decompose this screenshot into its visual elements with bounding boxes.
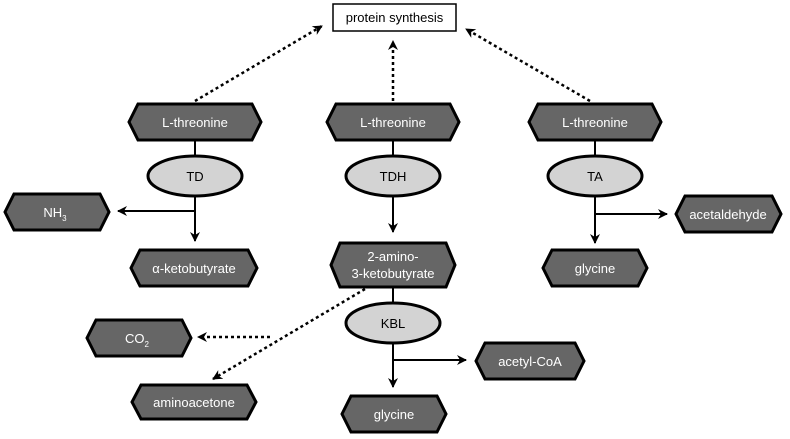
dotted-arrows-protein <box>194 24 591 103</box>
svg-text:CO2: CO2 <box>125 331 150 349</box>
arrow-left-to-protein <box>194 24 323 103</box>
hex-l-threonine-right: L-threonine <box>527 102 663 142</box>
svg-text:TDH: TDH <box>380 169 407 184</box>
oval-tdh: TDH <box>344 154 442 198</box>
svg-text:glycine: glycine <box>374 407 414 422</box>
dotted-arrows-spontaneous <box>197 287 366 381</box>
svg-text:KBL: KBL <box>381 316 406 331</box>
svg-text:acetaldehyde: acetaldehyde <box>689 207 766 222</box>
hex-glycine-right: glycine <box>541 248 649 288</box>
hex-nh3: NH3 <box>3 192 111 232</box>
oval-ta: TA <box>546 154 644 198</box>
svg-text:aminoacetone: aminoacetone <box>153 395 235 410</box>
oval-td: TD <box>146 154 244 198</box>
hex-2-amino-3-ketobutyrate: 2-amino- 3-ketobutyrate <box>329 241 457 289</box>
hex-acetaldehyde: acetaldehyde <box>674 194 783 234</box>
svg-text:L-threonine: L-threonine <box>162 115 228 130</box>
svg-text:glycine: glycine <box>575 261 615 276</box>
hex-l-threonine-left: L-threonine <box>127 102 263 142</box>
hex-co2: CO2 <box>85 318 193 358</box>
svg-text:TA: TA <box>587 169 603 184</box>
arrow-to-aminoacetone <box>212 287 366 381</box>
protein-synthesis-label: protein synthesis <box>346 10 444 25</box>
svg-text:acetyl-CoA: acetyl-CoA <box>498 354 562 369</box>
svg-text:α-ketobutyrate: α-ketobutyrate <box>152 261 235 276</box>
oval-kbl: KBL <box>344 301 442 345</box>
arrow-right-to-protein <box>465 27 591 103</box>
svg-text:L-threonine: L-threonine <box>360 115 426 130</box>
svg-text:3-ketobutyrate: 3-ketobutyrate <box>351 266 434 281</box>
svg-text:TD: TD <box>186 169 203 184</box>
svg-text:NH3: NH3 <box>43 205 67 223</box>
svg-text:L-threonine: L-threonine <box>562 115 628 130</box>
svg-text:2-amino-: 2-amino- <box>367 249 418 264</box>
hex-acetyl-coa: acetyl-CoA <box>474 341 586 381</box>
solid-arrows <box>117 140 668 388</box>
hex-alpha-ketobutyrate: α-ketobutyrate <box>129 248 259 288</box>
hex-l-threonine-middle: L-threonine <box>325 102 461 142</box>
hex-aminoacetone: aminoacetone <box>130 383 258 421</box>
hex-glycine-middle: glycine <box>340 394 448 434</box>
protein-synthesis-box: protein synthesis <box>332 3 457 32</box>
